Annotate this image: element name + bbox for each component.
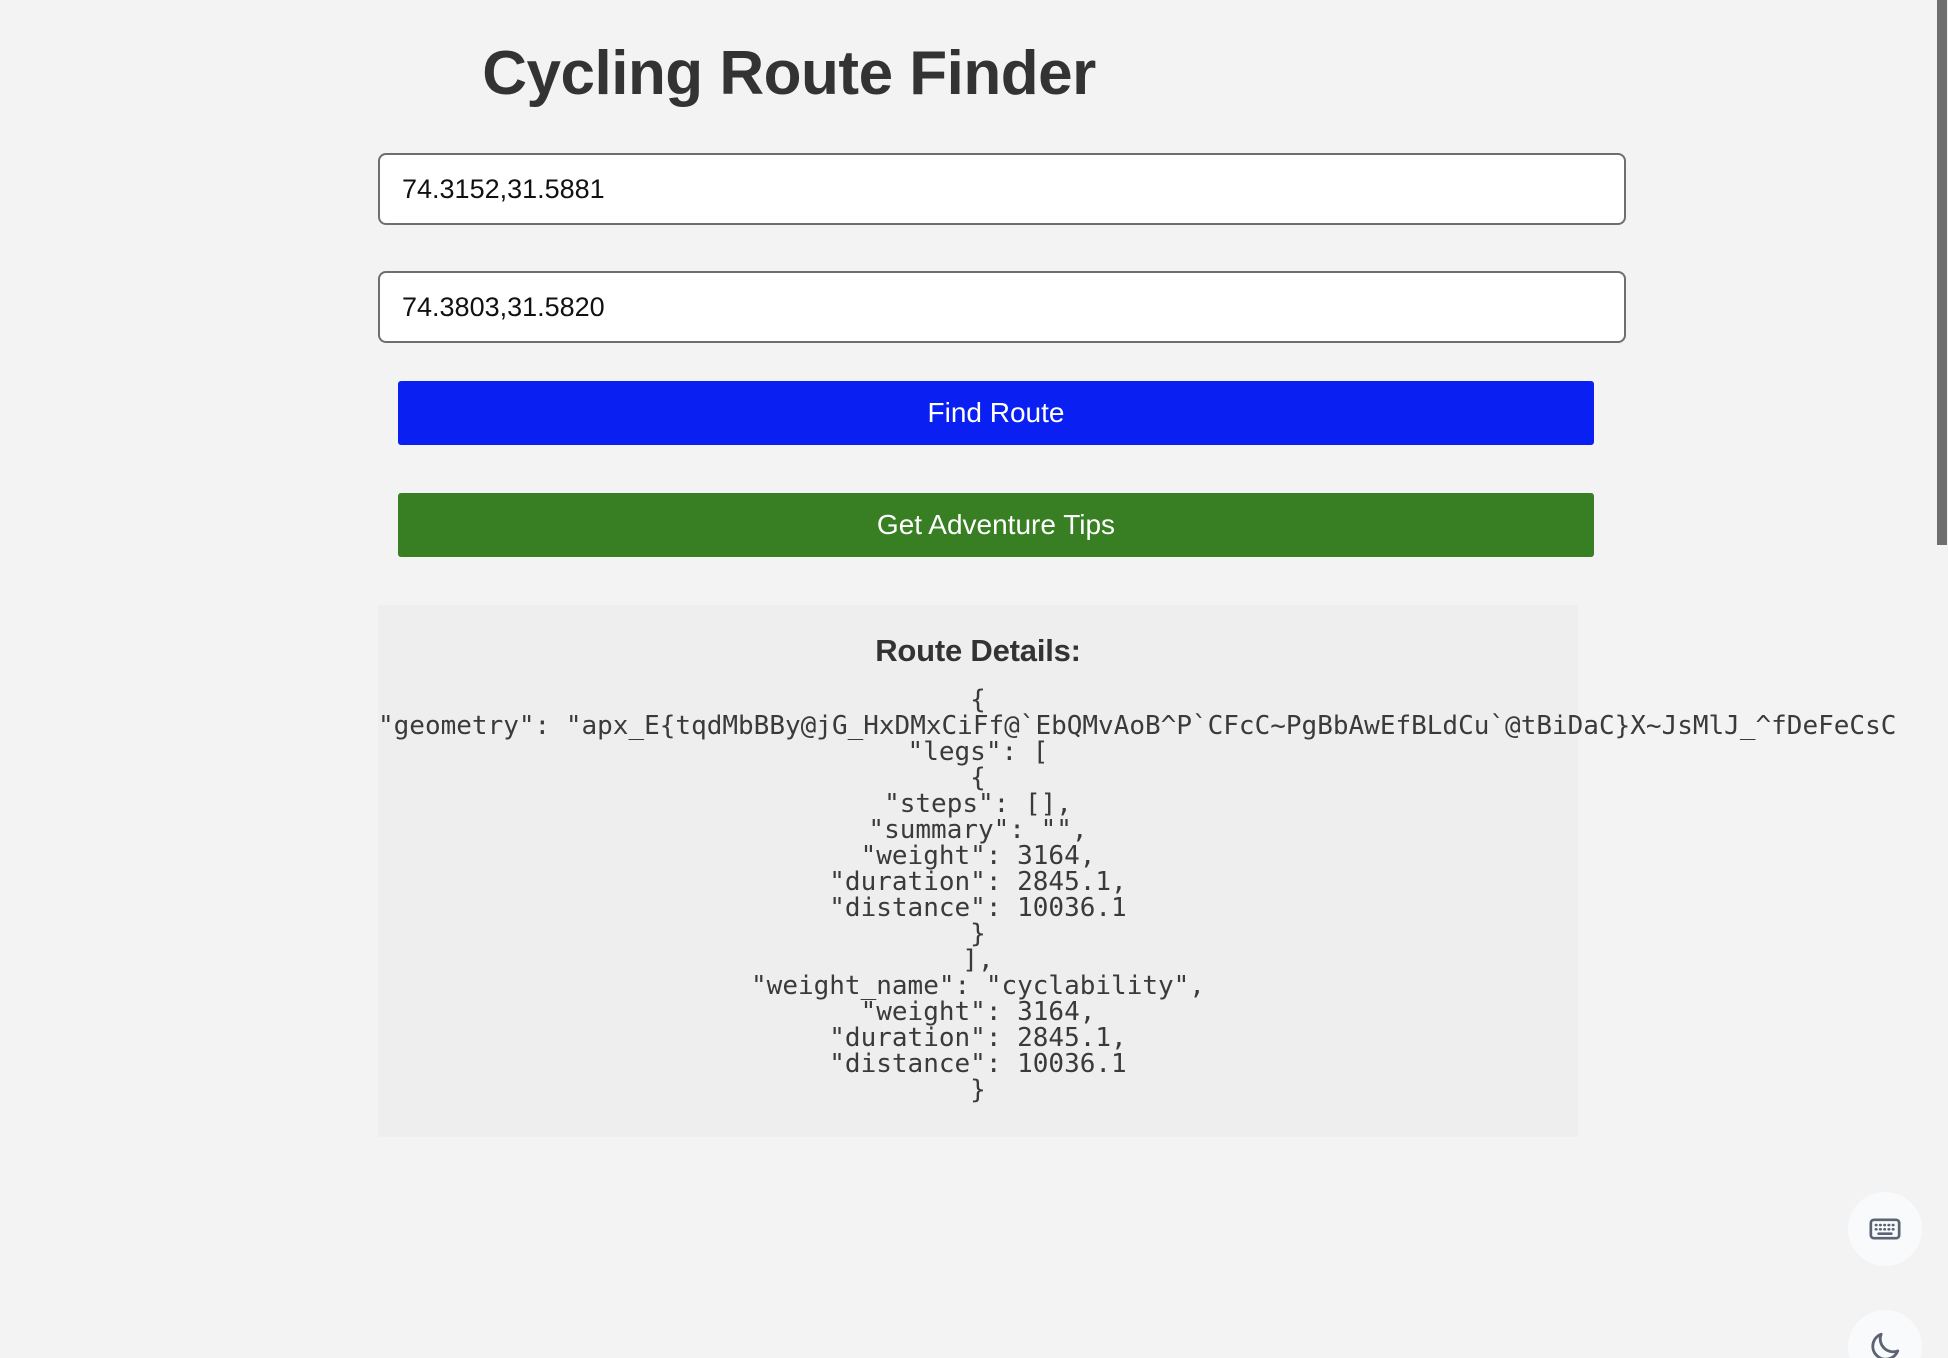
start-coordinates-input[interactable] xyxy=(378,153,1626,226)
page-title: Cycling Route Finder xyxy=(482,39,1096,108)
get-adventure-tips-button[interactable]: Get Adventure Tips xyxy=(398,493,1594,558)
moon-icon xyxy=(1871,1332,1900,1358)
spacer-form-result xyxy=(0,557,1936,605)
route-details-panel: Route Details: { "geometry": "apx_E{tqdM… xyxy=(378,605,1897,1138)
route-form: Find Route Get Adventure Tips xyxy=(378,153,1626,558)
route-details-heading: Route Details: xyxy=(875,633,1081,669)
spacer-inputs xyxy=(378,225,1626,271)
find-route-button[interactable]: Find Route xyxy=(398,381,1594,446)
spacer-input-buttons xyxy=(378,343,1626,381)
end-coordinates-input[interactable] xyxy=(378,271,1626,344)
page-scrollbar-track[interactable] xyxy=(1936,0,1948,1358)
route-details-json: { "geometry": "apx_E{tqdMbBBy@jG_HxDMxCi… xyxy=(378,685,1897,1106)
spacer-title-form xyxy=(0,109,1936,153)
keyboard-icon xyxy=(1869,1218,1901,1240)
page-content: Cycling Route Finder Find Route Get Adve… xyxy=(0,39,1936,1138)
page-scrollbar-thumb[interactable] xyxy=(1937,0,1947,545)
spacer-buttons xyxy=(378,445,1626,493)
keyboard-toggle-button[interactable] xyxy=(1848,1192,1922,1266)
